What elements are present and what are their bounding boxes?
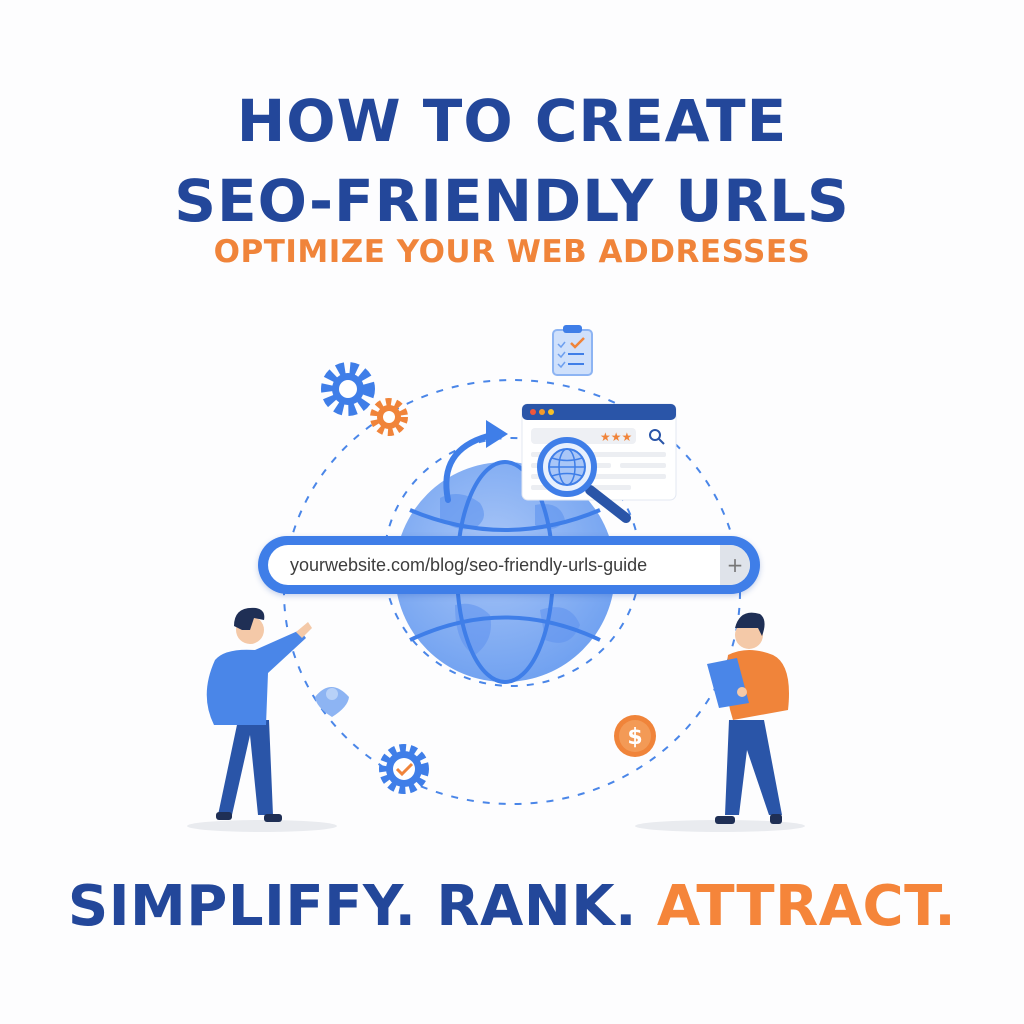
tagline-attract: ATTRACT.: [656, 874, 957, 939]
tagline-rank: RANK.: [436, 874, 637, 939]
dollar-coin-icon: $: [614, 715, 656, 757]
magnifier-globe-icon: [537, 437, 631, 523]
search-icon: [649, 429, 665, 445]
curved-arrow-icon: [443, 420, 508, 503]
person-with-clipboard: [635, 612, 805, 832]
dollar-symbol: $: [627, 725, 642, 750]
gear-icon: [321, 362, 408, 436]
page-title-line2: SEO-FRIENDLY URLS: [174, 167, 850, 235]
page-subtitle: OPTIMIZE YOUR WEB ADDRESSES: [213, 234, 811, 270]
url-text[interactable]: yourwebsite.com/blog/seo-friendly-urls-g…: [290, 554, 648, 575]
rating-stars: ★★★: [600, 430, 632, 444]
url-field[interactable]: yourwebsite.com/blog/seo-friendly-urls-g…: [268, 545, 750, 585]
person-pointing: [187, 607, 337, 832]
tagline: SIMPLIFFY. RANK. ATTRACT.: [0, 874, 1024, 939]
tagline-simplify: SIMPLIFFY.: [67, 874, 417, 939]
clipboard-checklist-icon: [552, 325, 593, 376]
url-bar[interactable]: yourwebsite.com/blog/seo-friendly-urls-g…: [258, 536, 760, 594]
location-pin-icon: [315, 687, 349, 717]
gear-check-icon: [379, 744, 429, 794]
page-title-line1: HOW TO CREATE: [236, 87, 788, 155]
add-icon[interactable]: +: [720, 545, 750, 585]
